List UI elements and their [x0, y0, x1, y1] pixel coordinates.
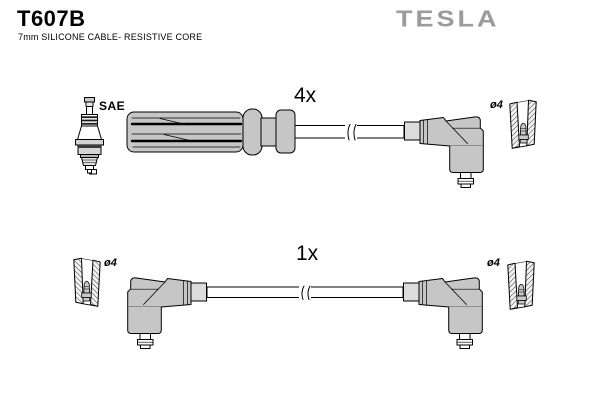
spark-plug-icon	[75, 97, 104, 175]
socket-cup-icon	[509, 99, 537, 149]
socket-cup-icon	[507, 260, 535, 310]
cable-break-icon	[299, 285, 311, 300]
top-quantity-label: 4x	[294, 84, 317, 107]
cable-break-icon	[345, 123, 357, 141]
straight-boot-icon	[126, 108, 296, 156]
bottom-left-terminal-diameter-label: ø4	[104, 257, 117, 269]
elbow-boot-icon	[127, 277, 207, 349]
plug-standard-label: SAE	[99, 99, 126, 113]
socket-cup-icon	[73, 257, 101, 307]
elbow-boot-icon	[404, 116, 484, 188]
cable-top	[294, 123, 405, 141]
bottom-quantity-label: 1x	[296, 242, 319, 265]
part-number: T607B	[17, 6, 86, 31]
cable-bottom	[206, 285, 404, 300]
bottom-right-terminal-diameter-label: ø4	[487, 257, 500, 269]
top-terminal-diameter-label: ø4	[490, 99, 503, 111]
cable-spec-subtitle: 7mm SILICONE CABLE- RESISTIVE CORE	[18, 32, 203, 42]
brand-logo: TESLA	[396, 6, 500, 32]
elbow-boot-icon	[403, 277, 483, 349]
